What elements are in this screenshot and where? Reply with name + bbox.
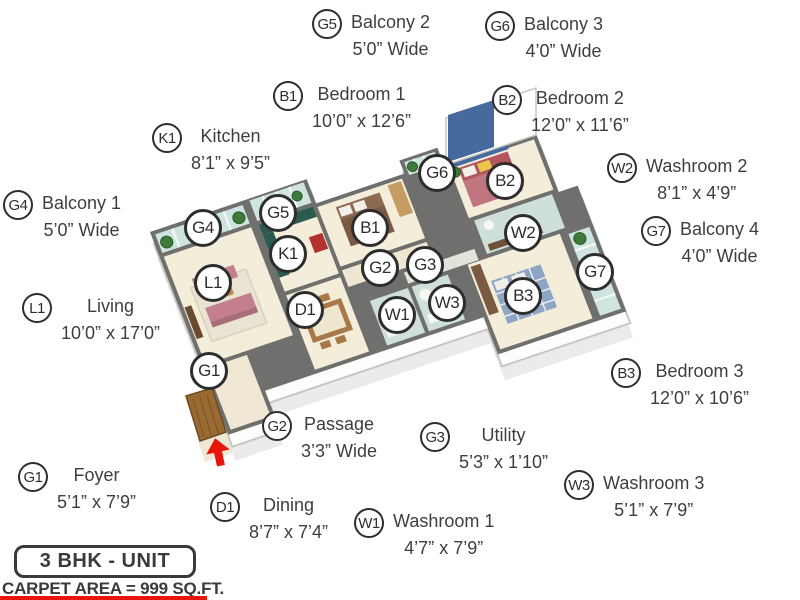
room-name: Washroom 2 <box>646 156 748 176</box>
annotation-k1: K1 Kitchen 8’1” x 9’5” <box>152 123 270 176</box>
plan-badge-k1: K1 <box>269 235 307 273</box>
room-code-badge: G7 <box>641 216 671 246</box>
tv-unit <box>184 305 204 340</box>
plan-badge-w3: W3 <box>428 284 466 322</box>
annotation-w3: W3 Washroom 3 5’1” x 7’9” <box>564 470 704 523</box>
red-underline-bar <box>0 596 207 600</box>
room-dimensions: 4’7” x 7’9” <box>404 538 484 558</box>
plan-badge-b3: B3 <box>504 277 542 315</box>
room-name: Foyer <box>73 465 120 485</box>
room-dimensions: 10’0” x 12’6” <box>312 111 412 131</box>
room-name: Bedroom 3 <box>655 361 744 381</box>
bedroom-1-pillow <box>338 204 354 217</box>
room-name: Balcony 1 <box>42 193 122 213</box>
room-code-badge: D1 <box>210 492 240 522</box>
bedroom-2-pillow <box>461 164 478 178</box>
room-code-badge: G5 <box>312 9 342 39</box>
plan-badge-d1: D1 <box>286 291 324 329</box>
room-dimensions: 12’0” x 10’6” <box>650 388 750 408</box>
room-name: Bedroom 2 <box>535 88 624 108</box>
fridge <box>308 232 329 254</box>
room-code-badge: B3 <box>611 358 641 388</box>
room-code-badge: G6 <box>485 11 515 41</box>
room-code-badge: G2 <box>262 411 292 441</box>
annotation-g5: G5 Balcony 2 5’0” Wide <box>312 9 430 62</box>
annotation-w1: W1 Washroom 1 4’7” x 7’9” <box>354 508 494 561</box>
room-code-badge: K1 <box>152 123 182 153</box>
room-dimensions: 3’3” Wide <box>301 441 378 461</box>
room-code-badge: W3 <box>564 470 594 500</box>
room-name: Washroom 3 <box>603 473 705 493</box>
room-name: Dining <box>263 495 315 515</box>
room-name: Living <box>87 296 135 316</box>
plan-badge-w2: W2 <box>504 214 542 252</box>
plan-badge-g4: G4 <box>184 209 222 247</box>
room-name: Kitchen <box>200 126 261 146</box>
entrance-arrow <box>206 438 230 467</box>
balcony-plants <box>160 161 587 249</box>
room-code-badge: L1 <box>22 293 52 323</box>
room-dimensions: 8’1” x 9’5” <box>191 153 271 173</box>
annotation-g3: G3 Utility 5’3” x 1’10” <box>420 422 548 475</box>
plan-badge-g1: G1 <box>190 352 228 390</box>
plan-badge-g6: G6 <box>418 154 456 192</box>
room-code-badge: W1 <box>354 508 384 538</box>
unit-type-label: 3 BHK - UNIT <box>39 550 171 572</box>
bedroom-2-tall-wall-blue <box>448 100 494 162</box>
plan-badge-g2: G2 <box>361 249 399 287</box>
room-dimensions: 8’1” x 4’9” <box>657 183 737 203</box>
room-name: Balcony 3 <box>524 14 604 34</box>
room-dimensions: 4’0” Wide <box>681 246 758 266</box>
unit-type-box: 3 BHK - UNIT <box>14 545 196 578</box>
carpet-area-label: CARPET AREA = 999 SQ.FT. <box>2 579 225 598</box>
annotation-l1: L1 Living 10’0” x 17’0” <box>22 293 160 346</box>
sofa-back <box>210 306 259 328</box>
room-name: Balcony 2 <box>351 12 431 32</box>
annotation-w2: W2 Washroom 2 8’1” x 4’9” <box>607 153 747 206</box>
room-name: Washroom 1 <box>393 511 495 531</box>
room-name: Utility <box>481 425 526 445</box>
plan-badge-w1: W1 <box>378 296 416 334</box>
plan-badge-g3: G3 <box>406 246 444 284</box>
bedroom-3-wardrobe <box>470 263 499 316</box>
room-code-badge: G4 <box>3 190 33 220</box>
annotation-g6: G6 Balcony 3 4’0” Wide <box>485 11 603 64</box>
annotation-g2: G2 Passage 3’3” Wide <box>262 411 377 464</box>
bedroom-1-wardrobe <box>387 181 414 218</box>
room-code-badge: B2 <box>492 85 522 115</box>
room-code-badge: G3 <box>420 422 450 452</box>
plan-badge-l1: L1 <box>194 264 232 302</box>
room-dimensions: 10’0” x 17’0” <box>61 323 161 343</box>
room-code-badge: G1 <box>18 462 48 492</box>
annotation-b2: B2 Bedroom 2 12’0” x 11’6” <box>492 85 629 138</box>
room-dimensions: 12’0” x 11’6” <box>531 115 629 135</box>
bedroom-1-pillow <box>352 199 368 212</box>
annotation-g1: G1 Foyer 5’1” x 7’9” <box>18 462 136 515</box>
room-dimensions: 5’1” x 7’9” <box>57 492 137 512</box>
room-dimensions: 4’0” Wide <box>525 41 602 61</box>
entrance-door-planks <box>192 394 219 438</box>
room-dimensions: 5’0” Wide <box>43 220 120 240</box>
room-dimensions: 5’3” x 1’10” <box>459 452 549 472</box>
room-code-badge: W2 <box>607 153 637 183</box>
annotation-g7: G7 Balcony 4 4’0” Wide <box>641 216 759 269</box>
room-dimensions: 8’7” x 7’4” <box>249 522 329 542</box>
room-name: Passage <box>303 414 375 434</box>
room-code-badge: B1 <box>273 81 303 111</box>
plan-badge-g5: G5 <box>259 194 297 232</box>
plan-badge-g7: G7 <box>576 253 614 291</box>
annotation-b3: B3 Bedroom 3 12’0” x 10’6” <box>611 358 749 411</box>
annotation-b1: B1 Bedroom 1 10’0” x 12’6” <box>273 81 411 134</box>
annotation-d1: D1 Dining 8’7” x 7’4” <box>210 492 328 545</box>
plan-badge-b1: B1 <box>351 209 389 247</box>
room-name: Balcony 4 <box>680 219 760 239</box>
room-dimensions: 5’1” x 7’9” <box>614 500 694 520</box>
sofa-main <box>205 292 257 322</box>
room-dimensions: 5’0” Wide <box>352 39 429 59</box>
room-name: Bedroom 1 <box>317 84 406 104</box>
plan-badge-b2: B2 <box>486 162 524 200</box>
washroom-2-basin <box>483 220 494 230</box>
annotation-g4: G4 Balcony 1 5’0” Wide <box>3 190 121 243</box>
